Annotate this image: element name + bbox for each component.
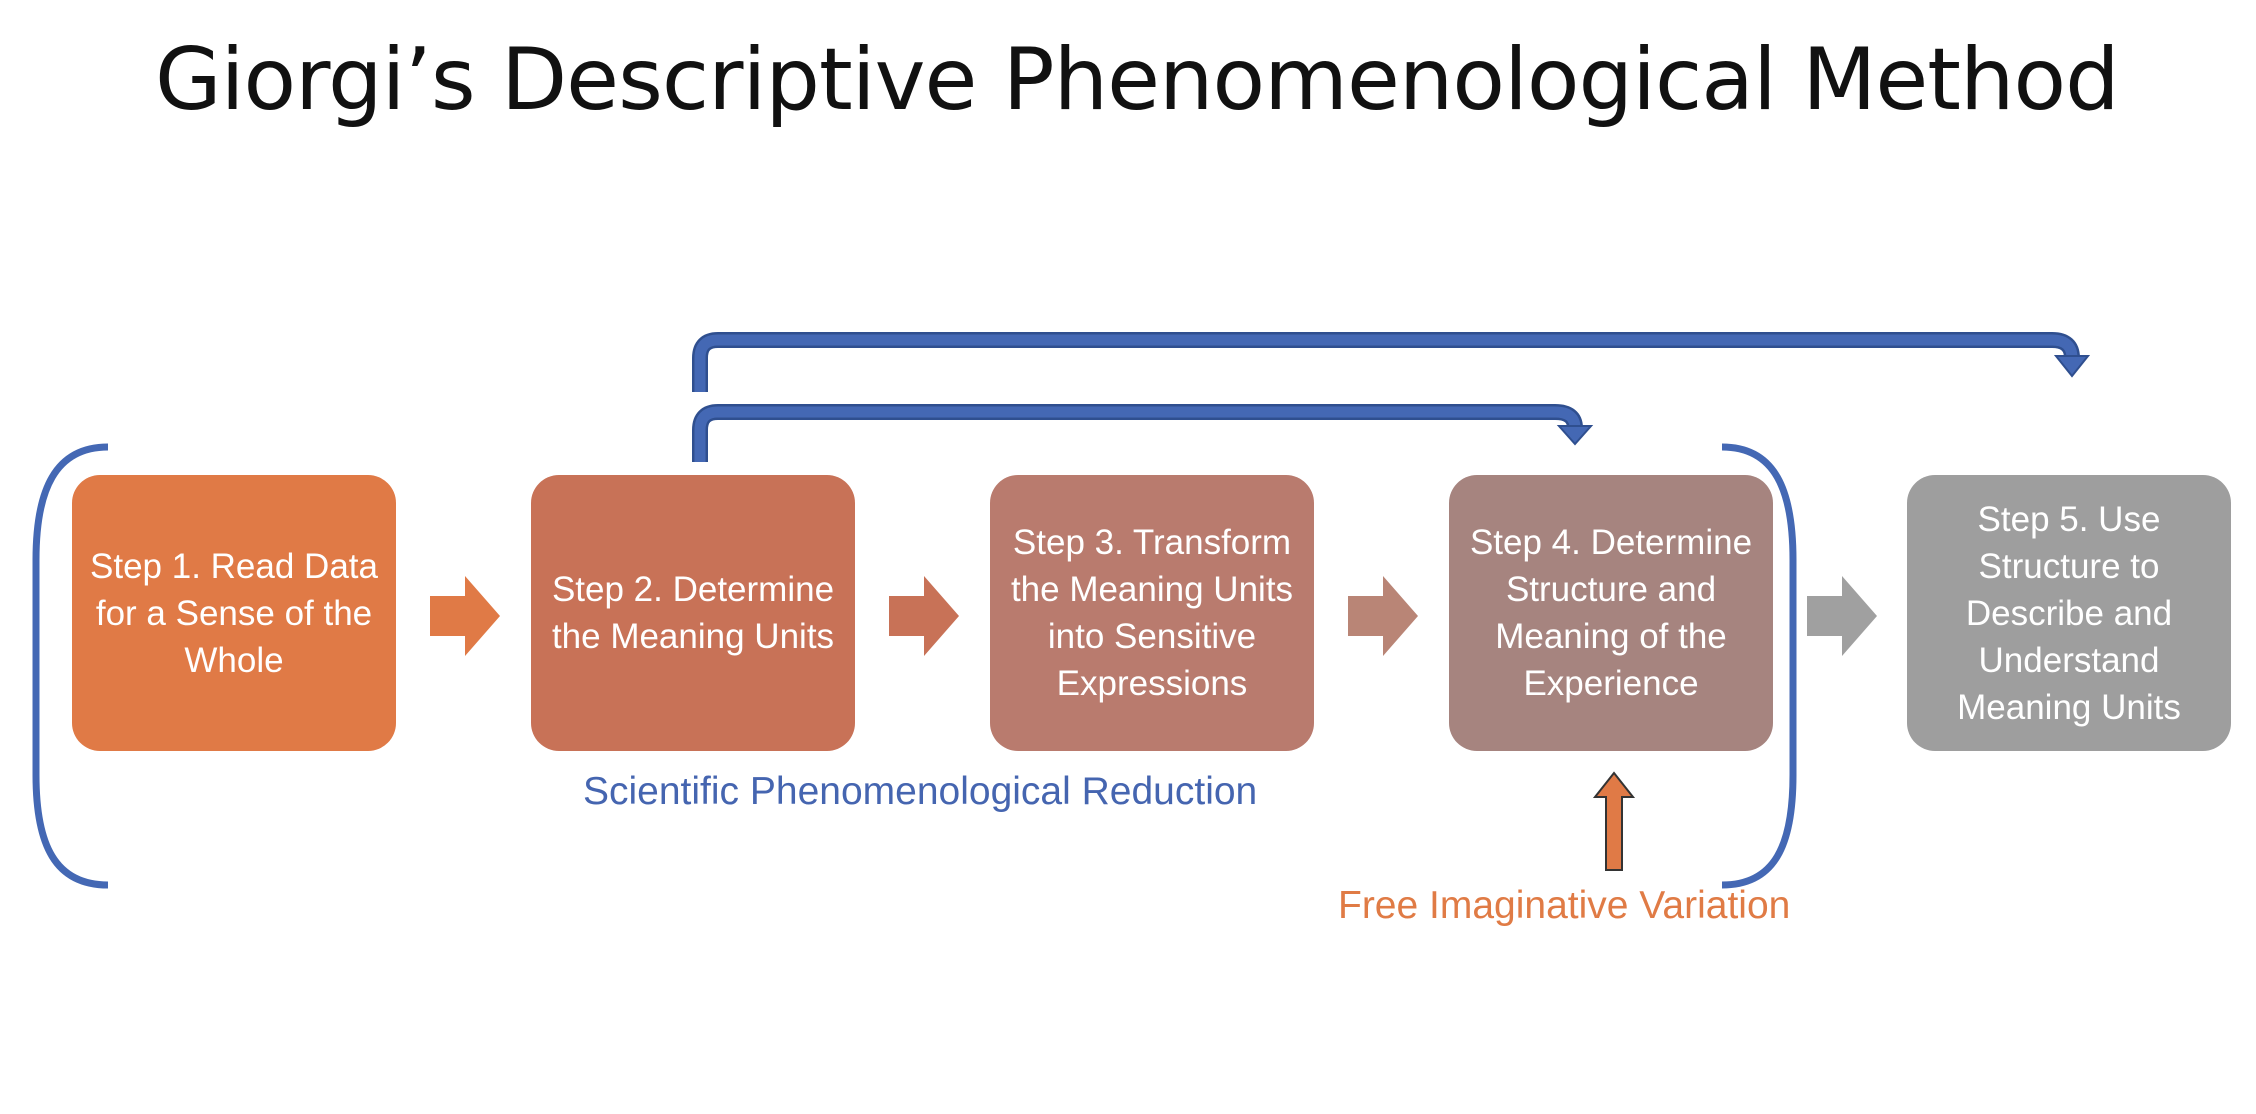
step-1-box: Step 1. Read Data for a Sense of the Who… [72, 475, 396, 751]
step-5-box: Step 5. Use Structure to Describe and Un… [1907, 475, 2231, 751]
arrow-right-icon [889, 576, 959, 656]
right-bracket [1721, 443, 1797, 889]
connector-step2-to-step5 [692, 332, 2080, 392]
arrowhead-step4 [1556, 425, 1594, 446]
connector-step2-to-step4 [692, 404, 1583, 462]
reduction-label: Scientific Phenomenological Reduction [583, 770, 1258, 813]
step-2-label: Step 2. Determine the Meaning Units [551, 570, 835, 656]
arrow-right-icon [1807, 576, 1877, 656]
step-3-box: Step 3. Transform the Meaning Units into… [990, 475, 1314, 751]
step-3-label: Step 3. Transform the Meaning Units into… [1010, 523, 1294, 703]
arrowhead-step5 [2053, 355, 2091, 378]
step-1-label: Step 1. Read Data for a Sense of the Who… [90, 546, 378, 680]
step-2-box: Step 2. Determine the Meaning Units [531, 475, 855, 751]
left-bracket [32, 443, 109, 889]
step-4-box: Step 4. Determine Structure and Meaning … [1449, 475, 1773, 751]
arrow-right-icon [1348, 576, 1418, 656]
arrow-right-icon [430, 576, 500, 656]
variation-up-arrow [1592, 771, 1636, 871]
step-4-label: Step 4. Determine Structure and Meaning … [1469, 523, 1753, 703]
step-5-label: Step 5. Use Structure to Describe and Un… [1957, 499, 2181, 727]
slide-title: Giorgi’s Descriptive Phenomenological Me… [155, 30, 2120, 130]
variation-label: Free Imaginative Variation [1338, 884, 1791, 927]
